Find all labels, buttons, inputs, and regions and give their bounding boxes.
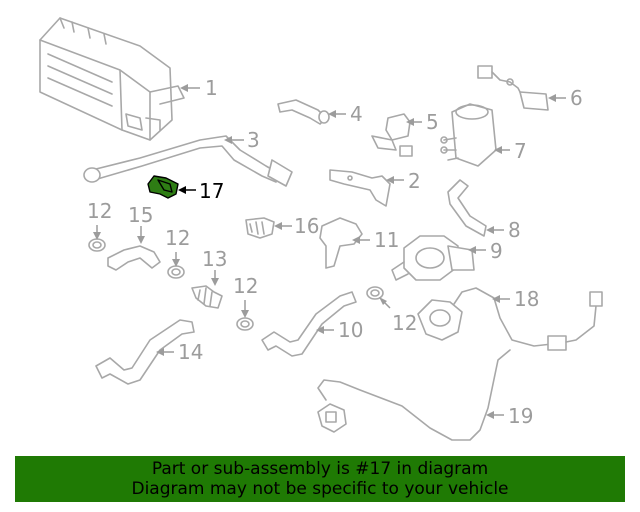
callout-2: 2 — [386, 169, 421, 193]
callout-5: 5 — [406, 110, 439, 134]
part-11-hose[interactable] — [261, 291, 357, 357]
callout-9: 9 — [468, 239, 503, 263]
svg-text:8: 8 — [508, 218, 521, 242]
part-12-clamp-d[interactable] — [366, 286, 384, 300]
callout-14: 15 — [128, 203, 153, 244]
part-6-sensor[interactable] — [477, 65, 549, 111]
part-18-sensor[interactable] — [417, 287, 603, 351]
callout-19: 19 — [486, 404, 533, 428]
part-4-hose[interactable] — [277, 99, 330, 125]
svg-text:2: 2 — [408, 169, 421, 193]
callout-3: 3 — [224, 128, 260, 152]
part-8-hose[interactable] — [447, 179, 487, 237]
callout-1: 1 — [180, 76, 218, 100]
part-10-bracket[interactable] — [319, 217, 363, 269]
callout-7: 7 — [494, 139, 527, 163]
callout-17: 17 — [178, 179, 224, 203]
part-15-hose[interactable] — [95, 319, 195, 385]
part-3-hose[interactable] — [83, 135, 293, 187]
part-9-pump[interactable] — [391, 235, 475, 281]
callout-16: 16 — [274, 214, 319, 238]
part-19-sensor[interactable] — [317, 349, 511, 441]
svg-text:19: 19 — [508, 404, 533, 428]
svg-text:7: 7 — [514, 139, 527, 163]
part-5-valve[interactable] — [371, 113, 413, 157]
svg-text:10: 10 — [338, 318, 363, 342]
svg-text:12: 12 — [87, 199, 112, 223]
callout-12-c: 12 — [233, 274, 258, 318]
part-14-hose[interactable] — [107, 245, 161, 271]
svg-text:16: 16 — [294, 214, 319, 238]
part-7-pump[interactable] — [440, 103, 497, 167]
svg-text:11: 11 — [374, 228, 399, 252]
part-13-connector[interactable] — [191, 285, 223, 309]
callout-6: 6 — [548, 86, 583, 110]
callout-13: 13 — [202, 247, 227, 286]
svg-text:1: 1 — [205, 76, 218, 100]
callout-10: 11 — [352, 228, 399, 252]
callout-15: 14 — [156, 340, 203, 364]
banner-line-1: Part or sub-assembly is #17 in diagram — [151, 459, 489, 479]
svg-text:4: 4 — [350, 102, 363, 126]
svg-text:17: 17 — [199, 179, 224, 203]
part-12-clamp-a[interactable] — [88, 238, 106, 252]
svg-text:3: 3 — [247, 128, 260, 152]
callout-11: 10 — [316, 318, 363, 342]
svg-text:6: 6 — [570, 86, 583, 110]
part-12-clamp-c[interactable] — [236, 317, 254, 331]
callout-8: 8 — [486, 218, 521, 242]
callout-12-a: 12 — [87, 199, 112, 240]
callout-18: 18 — [492, 287, 539, 311]
callout-12-b: 12 — [165, 226, 190, 267]
svg-text:15: 15 — [128, 203, 153, 227]
part-1-canister[interactable] — [39, 17, 185, 141]
svg-text:12: 12 — [233, 274, 258, 298]
part-12-clamp-b[interactable] — [167, 265, 185, 279]
part-2-bracket[interactable] — [329, 169, 391, 207]
svg-text:14: 14 — [178, 340, 203, 364]
banner-line-2: Diagram may not be specific to your vehi… — [131, 479, 509, 499]
callout-4: 4 — [328, 102, 363, 126]
svg-text:13: 13 — [202, 247, 227, 271]
part-16-fitting[interactable] — [245, 217, 275, 239]
svg-text:12: 12 — [165, 226, 190, 250]
callout-12-d: 12 — [379, 297, 417, 335]
svg-text:9: 9 — [490, 239, 503, 263]
part-17-highlighted[interactable] — [147, 175, 179, 199]
parts-diagram: 1 3 4 5 6 — [39, 17, 603, 441]
info-banner: Part or sub-assembly is #17 in diagram D… — [15, 456, 625, 502]
svg-text:12: 12 — [392, 311, 417, 335]
svg-text:5: 5 — [426, 110, 439, 134]
svg-text:18: 18 — [514, 287, 539, 311]
